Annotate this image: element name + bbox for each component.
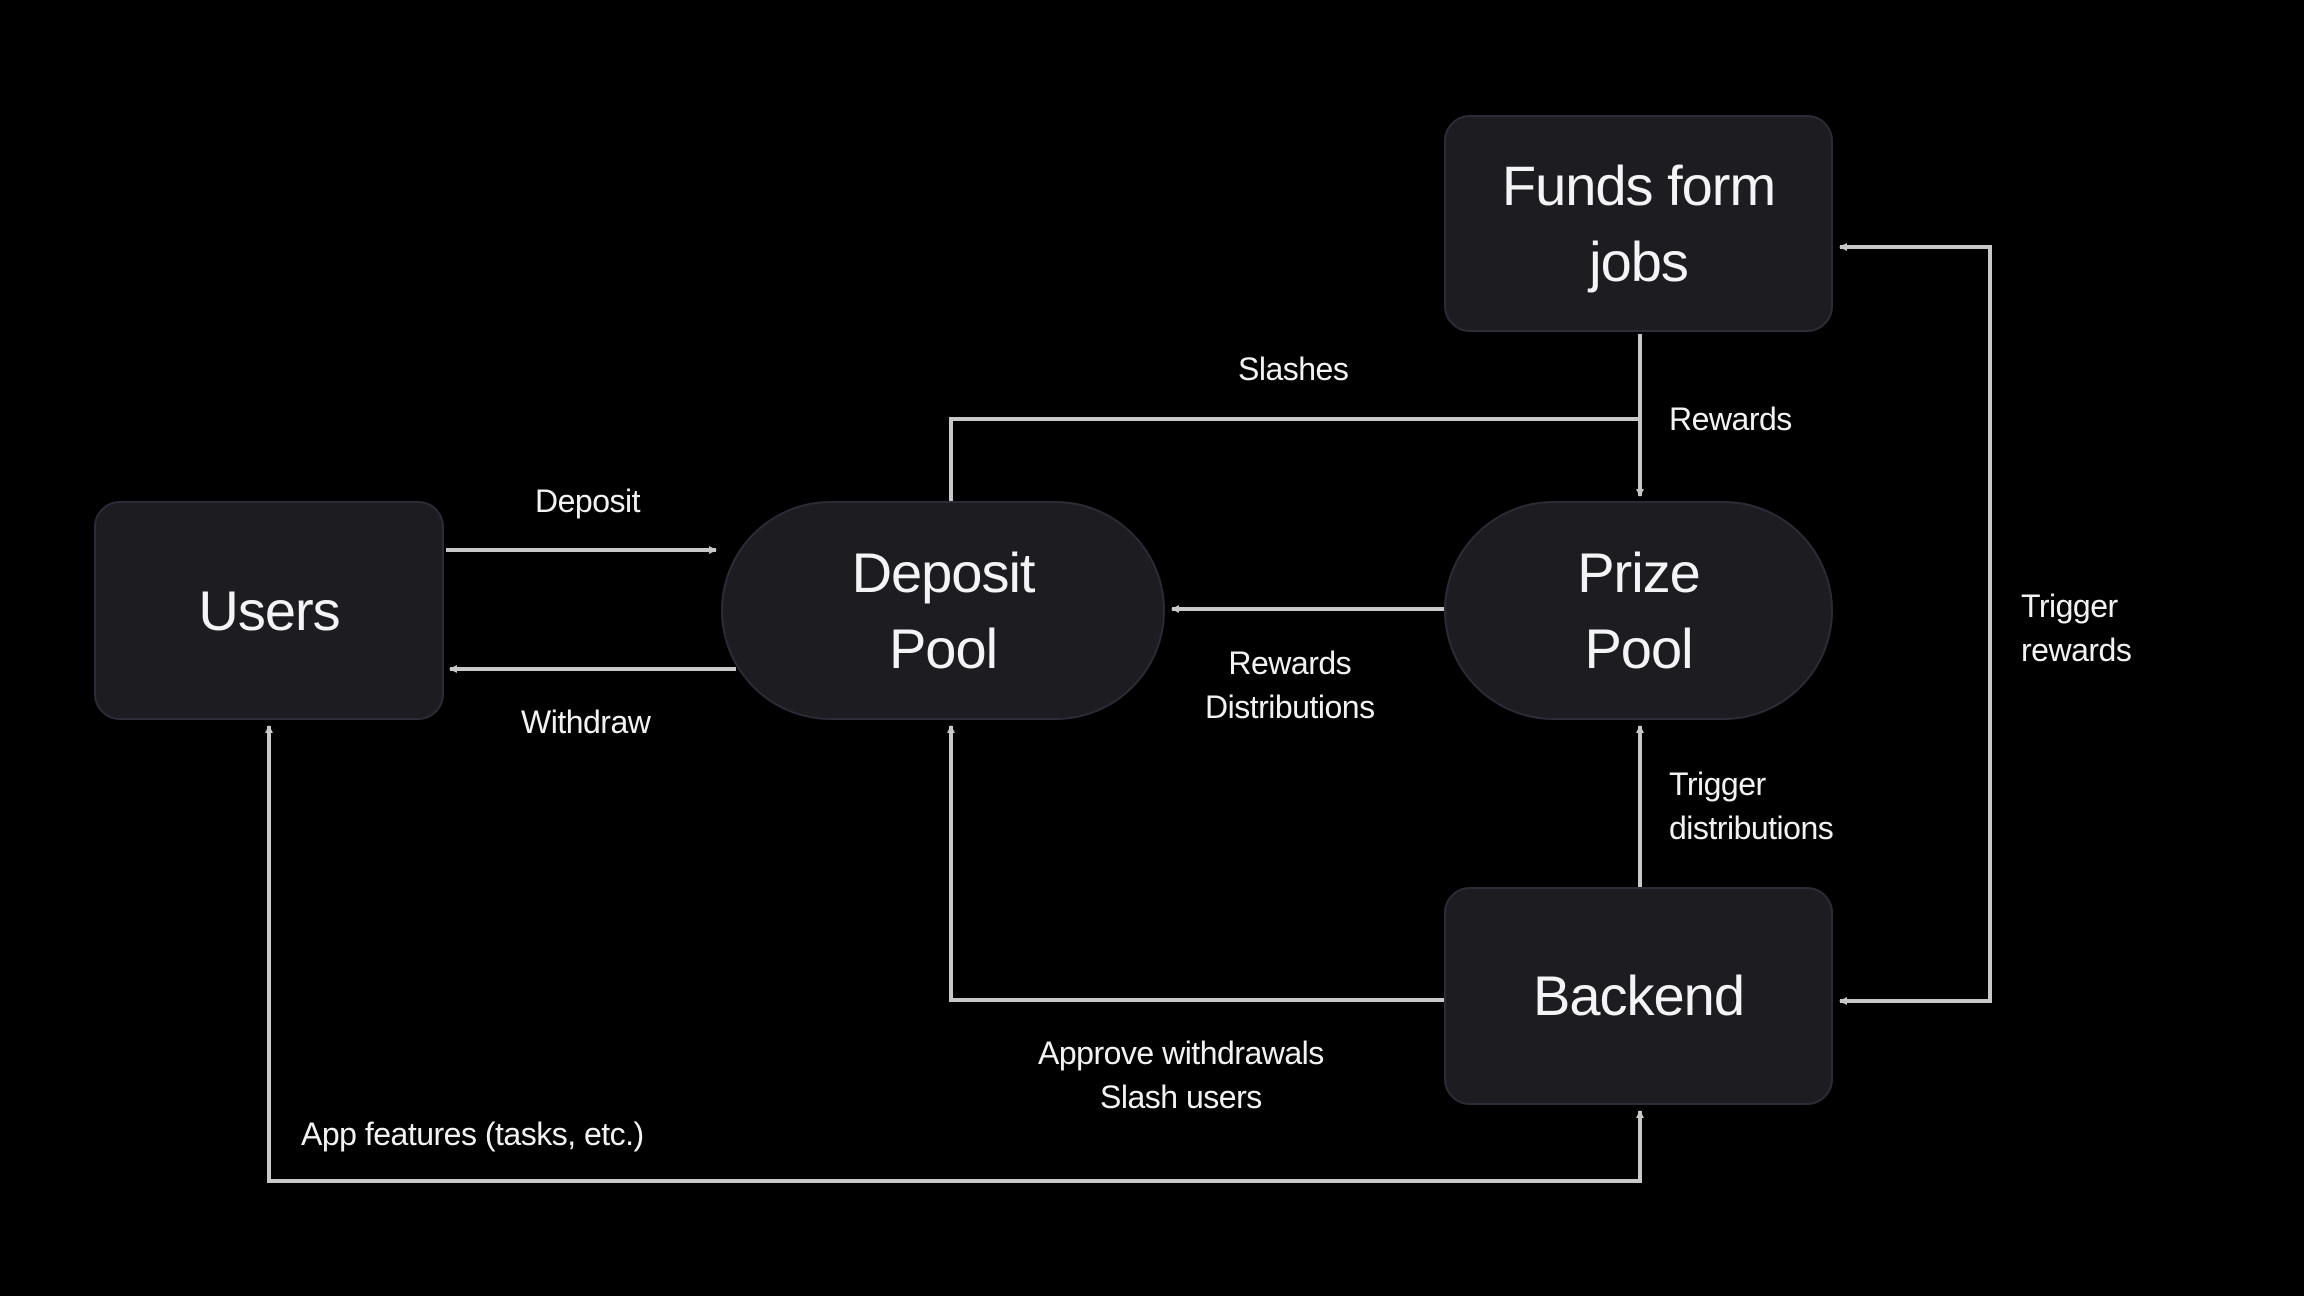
funds-label-line1: Funds form	[1501, 153, 1776, 217]
rewards-distributions-line2: Distributions	[1205, 689, 1375, 725]
rewards-edge-label: Rewards	[1669, 401, 1792, 437]
backend-label: Backend	[1533, 964, 1745, 1027]
app-features-arrow-backend	[900, 1110, 1644, 1183]
withdraw-edge-label: Withdraw	[521, 704, 651, 740]
approve-slash-edge-label: Approve withdrawals Slash users	[1038, 1031, 1324, 1119]
trigger-rewards-arrow-bottom	[1839, 620, 1992, 1005]
funds-node[interactable]: Funds form jobs	[1444, 115, 1833, 332]
trigger-distributions-line2: distributions	[1669, 810, 1834, 846]
funds-label-line2: jobs	[1589, 229, 1689, 293]
rewards-distributions-line1: Rewards	[1228, 645, 1352, 681]
deposit-pool-label-line2: Pool	[888, 616, 998, 680]
trigger-rewards-line1: Trigger	[2021, 588, 2118, 624]
trigger-distributions-edge-label: Trigger distributions	[1669, 762, 1834, 850]
prize-pool-label-line2: Pool	[1584, 616, 1693, 680]
slash-users-line: Slash users	[1100, 1079, 1262, 1115]
backend-node[interactable]: Backend	[1444, 887, 1833, 1105]
slashes-connector	[949, 417, 1640, 501]
deposit-pool-label-line1: Deposit	[851, 540, 1036, 604]
trigger-rewards-line2: rewards	[2021, 632, 2132, 668]
deposit-edge-label: Deposit	[535, 483, 641, 519]
app-features-arrow-users	[265, 725, 900, 1183]
trigger-rewards-arrow-top	[1839, 243, 1992, 620]
rewards-distributions-edge-label: Rewards Distributions	[1205, 641, 1375, 729]
app-features-edge-label: App features (tasks, etc.)	[301, 1116, 644, 1152]
trigger-distributions-line1: Trigger	[1669, 766, 1766, 802]
slashes-edge-label: Slashes	[1238, 351, 1349, 387]
deposit-pool-node[interactable]: Deposit Pool	[721, 501, 1165, 720]
users-node[interactable]: Users	[94, 501, 444, 720]
approve-withdrawals-line: Approve withdrawals	[1038, 1035, 1324, 1071]
prize-pool-label-line1: Prize	[1577, 540, 1701, 604]
prize-pool-node[interactable]: Prize Pool	[1444, 501, 1833, 720]
approve-slash-arrow	[947, 725, 1444, 1002]
users-label: Users	[198, 578, 340, 642]
trigger-rewards-edge-label: Trigger rewards	[2021, 584, 2132, 672]
